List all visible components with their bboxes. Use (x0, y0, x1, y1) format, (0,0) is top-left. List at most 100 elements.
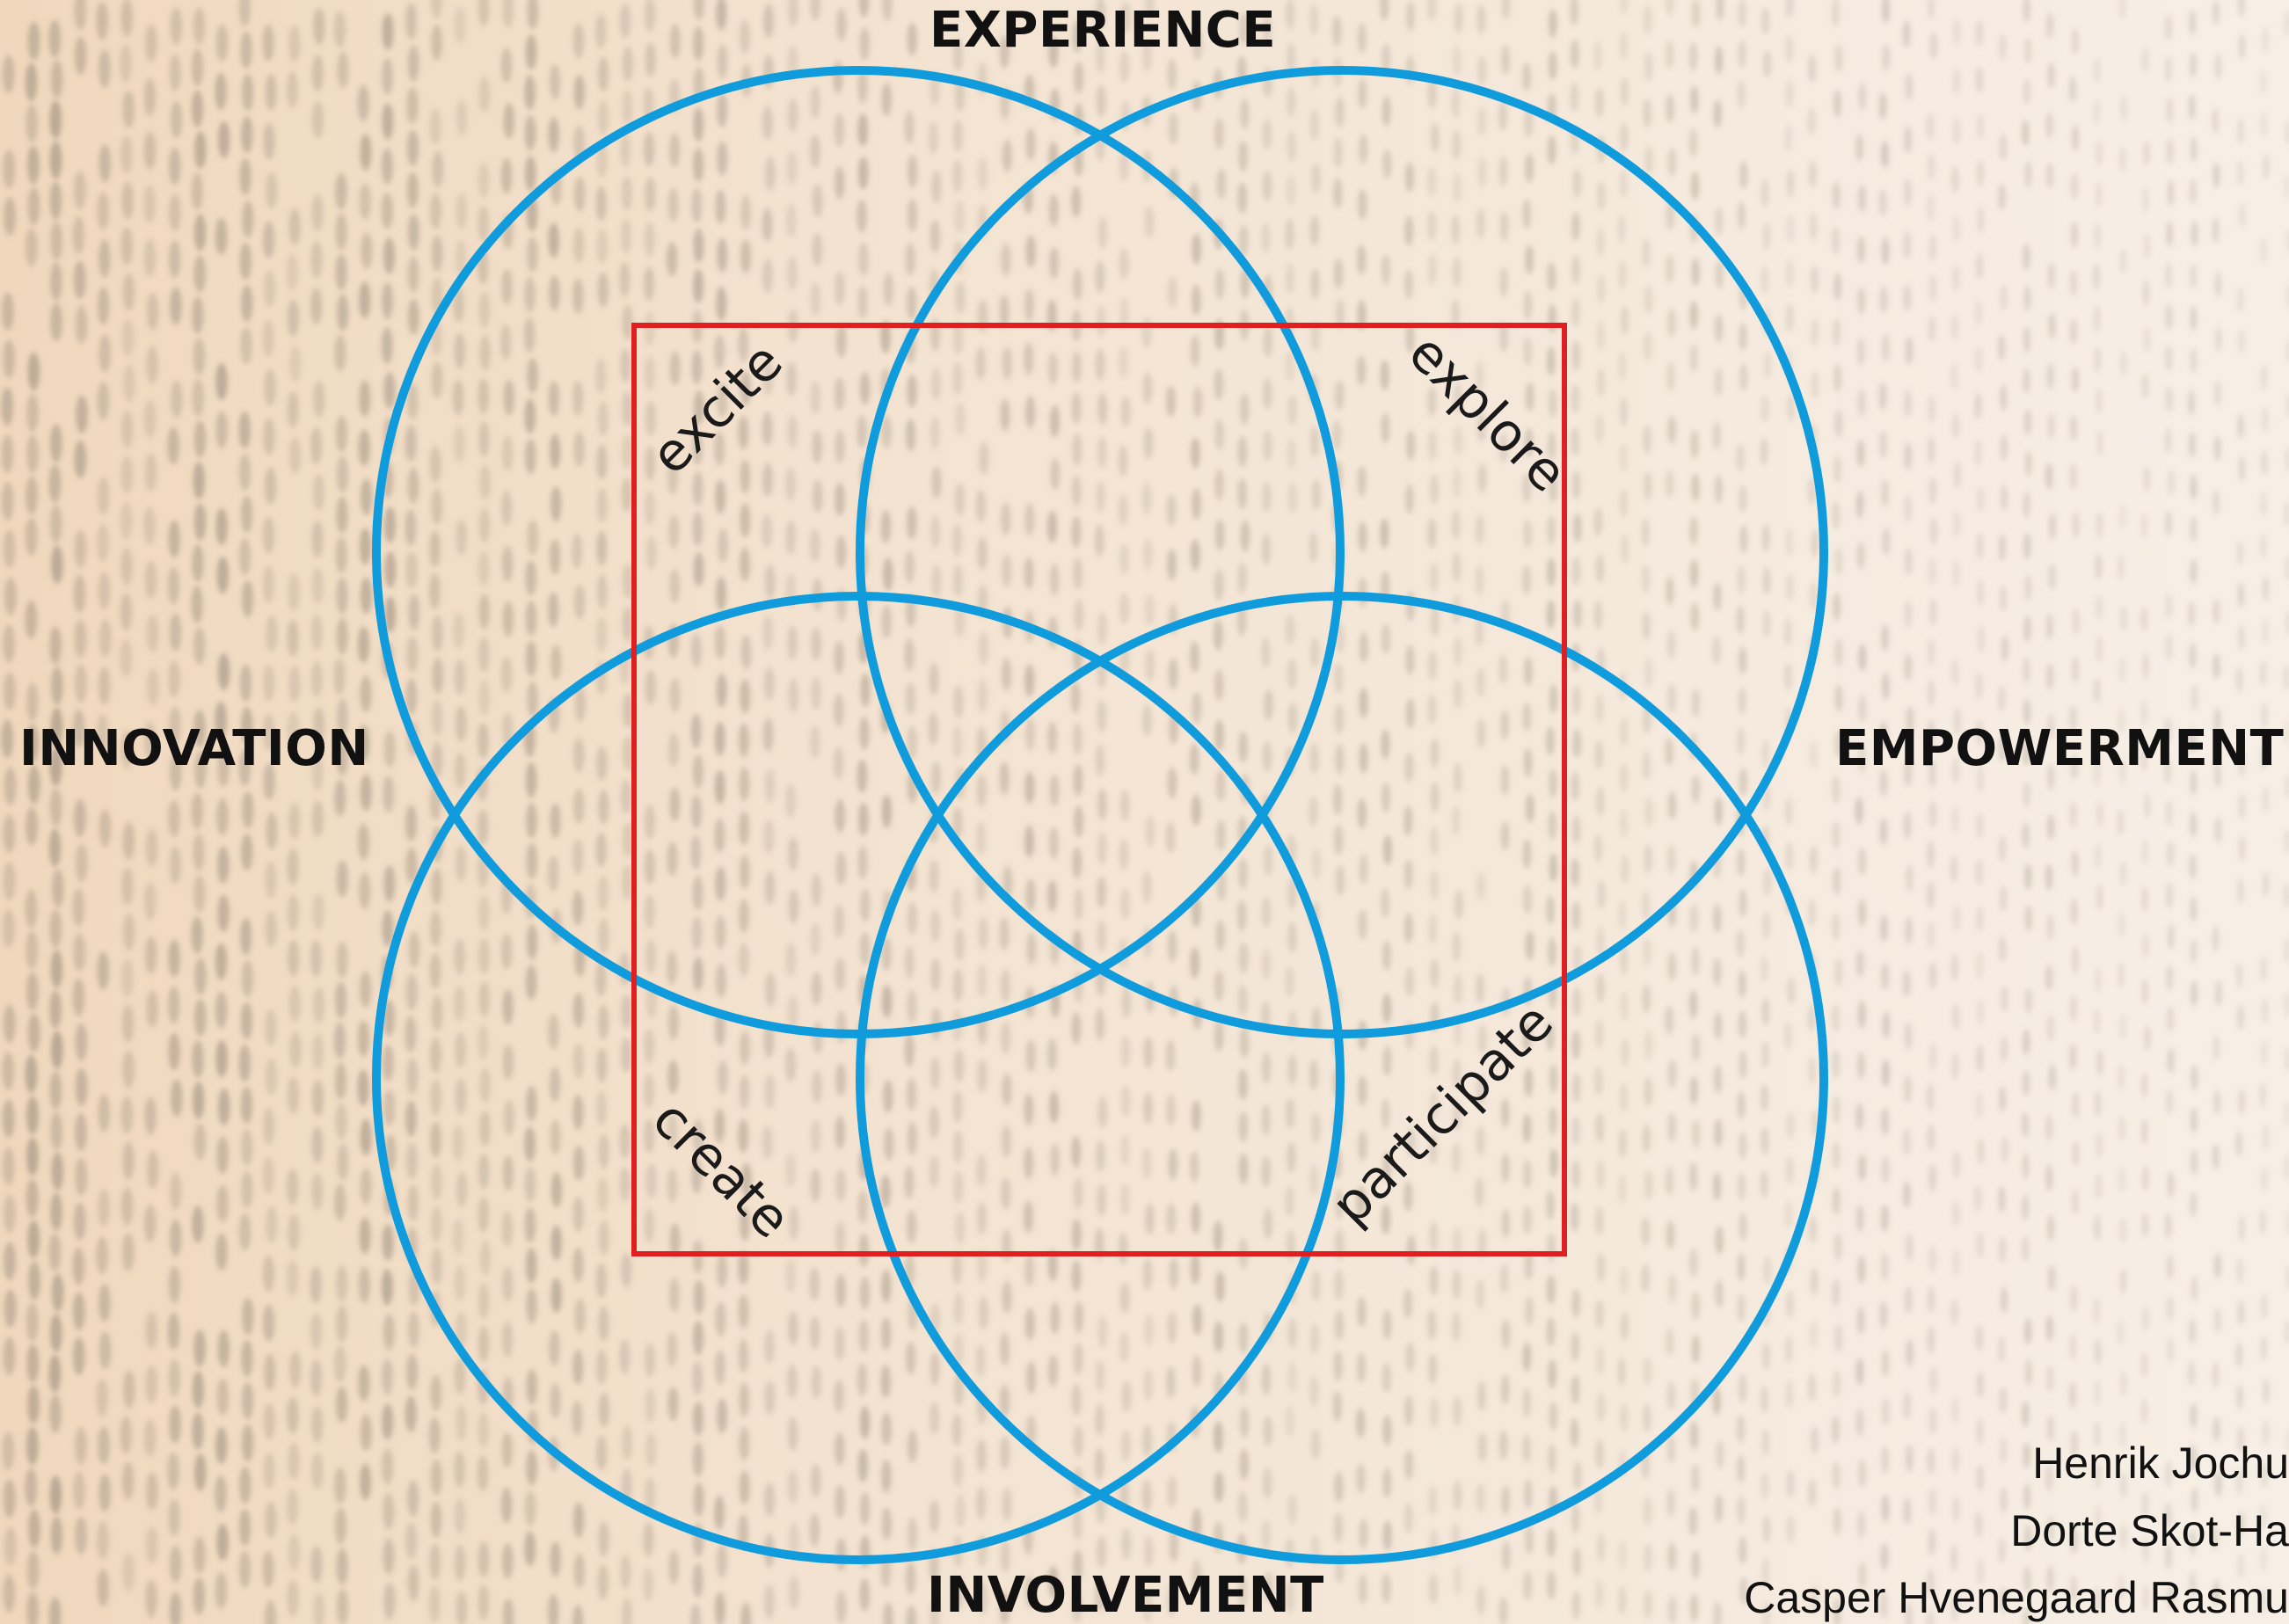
perforation-dot (1570, 1417, 1579, 1447)
perforation-dot (763, 819, 775, 855)
perforation-dot (2284, 1101, 2289, 1126)
perforation-dot (2045, 663, 2054, 690)
perforation-dot (1498, 156, 1508, 186)
perforation-dot (620, 1555, 631, 1590)
perforation-dot (1405, 698, 1415, 729)
perforation-dot (2191, 221, 2198, 247)
perforation-dot (2238, 202, 2246, 229)
perforation-dot (622, 607, 633, 642)
perforation-dot (25, 476, 38, 515)
perforation-dot (120, 135, 133, 174)
perforation-dot (550, 486, 562, 522)
perforation-dot (147, 1150, 159, 1189)
perforation-dot (622, 822, 634, 857)
perforation-dot (573, 788, 585, 824)
perforation-dot (857, 845, 868, 879)
perforation-dot (240, 31, 252, 69)
perforation-dot (143, 721, 157, 760)
perforation-dot (477, 378, 490, 414)
perforation-dot (27, 21, 40, 61)
perforation-dot (146, 614, 159, 652)
perforation-dot (120, 1416, 133, 1454)
perforation-dot (238, 1508, 251, 1547)
perforation-dot (1547, 135, 1556, 165)
perforation-dot (1144, 1314, 1155, 1346)
perforation-dot (75, 1426, 87, 1466)
perforation-dot (1403, 1288, 1413, 1319)
perforation-dot (242, 1381, 254, 1420)
perforation-dot (904, 1033, 915, 1067)
perforation-dot (1882, 528, 1891, 556)
perforation-dot (97, 382, 110, 420)
perforation-dot (1618, 1129, 1627, 1158)
perforation-dot (1736, 606, 1745, 635)
perforation-dot (428, 1416, 441, 1453)
perforation-dot (2118, 1115, 2125, 1142)
perforation-dot (242, 73, 254, 112)
perforation-dot (1783, 617, 1792, 646)
perforation-dot (809, 1267, 820, 1301)
perforation-dot (667, 187, 679, 222)
perforation-dot (335, 1264, 348, 1302)
perforation-dot (1144, 1203, 1155, 1235)
perforation-dot (97, 951, 110, 990)
perforation-dot (2236, 118, 2245, 144)
perforation-dot (1097, 436, 1107, 469)
perforation-dot (762, 462, 774, 498)
perforation-dot (335, 253, 347, 291)
perforation-dot (168, 520, 180, 558)
perforation-dot (1334, 663, 1344, 694)
perforation-dot (1809, 740, 1818, 768)
perforation-dot (977, 1581, 988, 1615)
perforation-dot (835, 1220, 846, 1256)
perforation-dot (1716, 1440, 1724, 1469)
perforation-dot (1977, 625, 1986, 653)
perforation-dot (1309, 1323, 1320, 1354)
perforation-dot (763, 1584, 775, 1620)
perforation-dot (1382, 1467, 1392, 1498)
perforation-dot (74, 798, 86, 838)
perforation-dot (738, 899, 750, 934)
perforation-dot (955, 280, 966, 314)
perforation-dot (2190, 1149, 2198, 1176)
perforation-dot (479, 335, 492, 371)
perforation-dot (216, 1184, 229, 1223)
perforation-dot (1666, 1220, 1675, 1249)
perforation-dot (168, 659, 180, 698)
perforation-dot (2189, 854, 2197, 880)
perforation-dot (788, 889, 799, 924)
perforation-dot (2189, 263, 2198, 289)
perforation-dot (2023, 1566, 2031, 1593)
perforation-dot (2023, 0, 2031, 23)
perforation-dot (2164, 14, 2173, 40)
perforation-dot (1760, 394, 1769, 423)
perforation-dot (1618, 1540, 1627, 1569)
perforation-dot (1381, 43, 1391, 74)
perforation-dot (1689, 1076, 1699, 1105)
perforation-dot (1215, 819, 1226, 851)
perforation-dot (1643, 1497, 1652, 1526)
perforation-dot (49, 1314, 62, 1352)
perforation-dot (762, 717, 774, 753)
perforation-dot (622, 90, 633, 125)
perforation-dot (452, 1125, 464, 1162)
perforation-dot (785, 1047, 797, 1082)
perforation-dot (834, 904, 845, 939)
perforation-dot (2212, 926, 2220, 951)
perforation-dot (477, 1584, 490, 1620)
perforation-dot (1807, 1057, 1817, 1085)
perforation-dot (1737, 1253, 1746, 1282)
perforation-dot (238, 537, 251, 576)
perforation-dot (357, 823, 369, 860)
perforation-dot (1572, 168, 1582, 198)
perforation-dot (1143, 427, 1154, 460)
perforation-dot (2021, 1235, 2030, 1263)
perforation-dot (168, 147, 181, 186)
perforation-dot (1500, 765, 1510, 796)
perforation-dot (904, 637, 915, 672)
perforation-dot (907, 154, 918, 188)
perforation-dot (929, 663, 939, 696)
perforation-dot (335, 213, 347, 251)
perforation-dot (455, 1078, 467, 1115)
perforation-dot (477, 1154, 490, 1190)
